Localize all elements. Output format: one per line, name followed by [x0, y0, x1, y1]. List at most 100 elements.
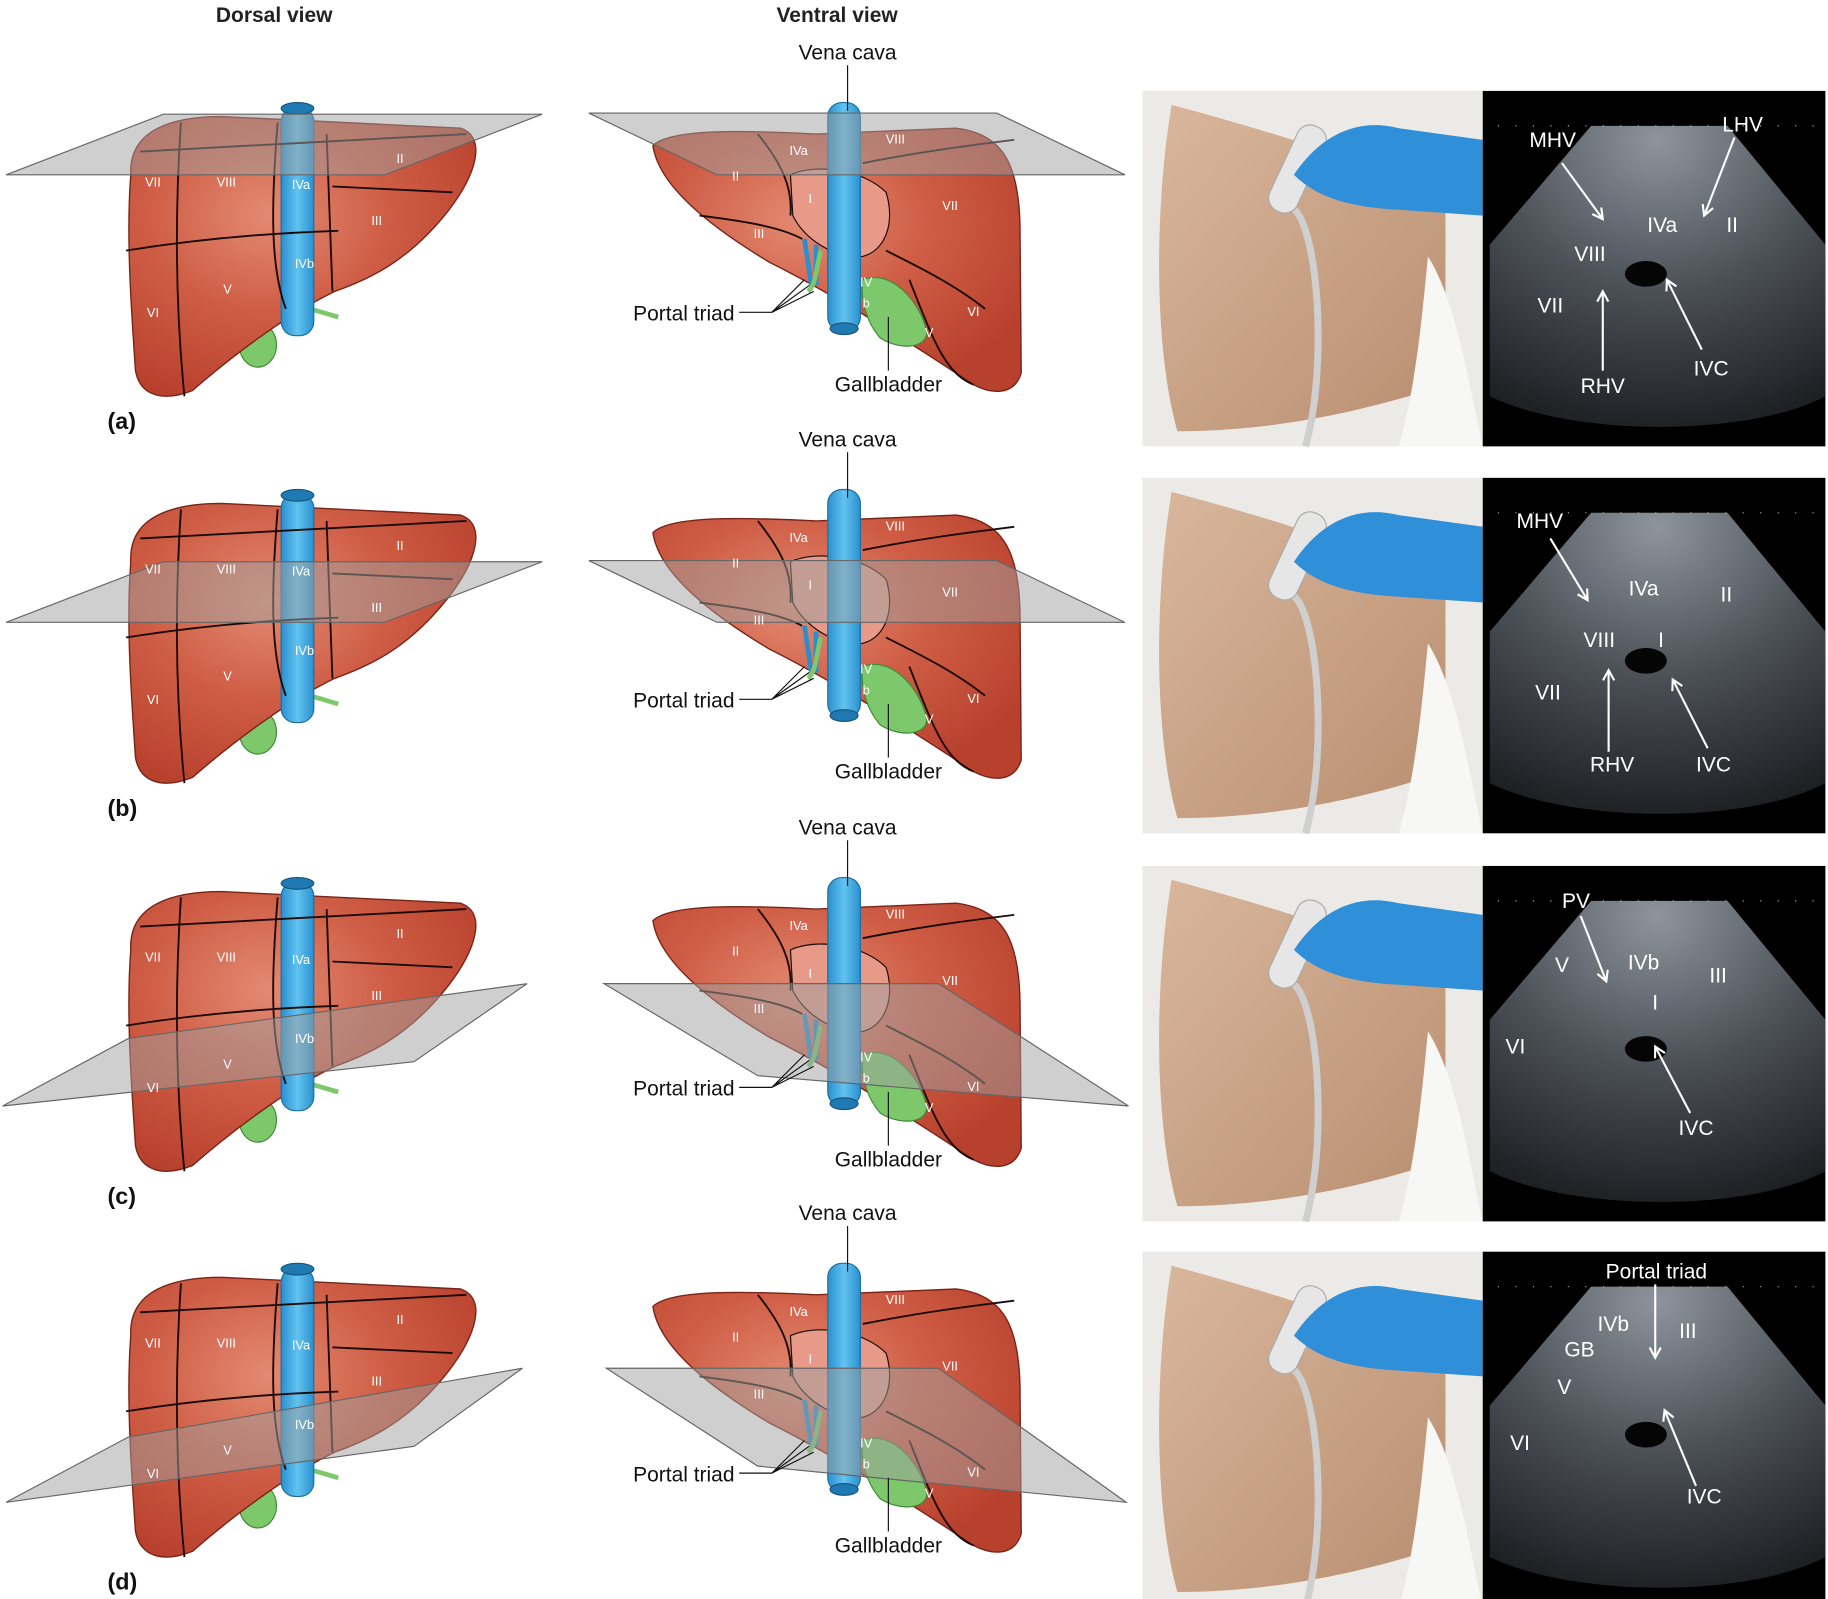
arrowhead-icon [1577, 588, 1589, 603]
probe-cable [1289, 979, 1322, 1223]
ultrasound-arrow [1654, 1046, 1692, 1114]
gloved-hand [1293, 512, 1483, 603]
segment-label: VII [942, 973, 958, 988]
leader-line [739, 1054, 815, 1088]
segment-label: VII [942, 585, 958, 600]
segment-label: IVb [295, 643, 314, 658]
ultrasound-arrow [1549, 537, 1589, 601]
segment-label: VIII [886, 1292, 905, 1307]
ultrasound-label: III [1709, 964, 1726, 987]
panel-letter: (c) [108, 1183, 136, 1209]
segment-label: III [754, 1001, 765, 1016]
segment-label: I [808, 1352, 812, 1367]
portal-triad-label: Portal triad [633, 302, 734, 325]
segment-label: b [863, 1071, 870, 1086]
ultrasound-label: MHV [1529, 129, 1576, 152]
ultrasound-label: V [1557, 1376, 1571, 1399]
ultrasound-arrow [1703, 137, 1736, 216]
panel-letter: (d) [108, 1569, 138, 1595]
segment-label: VIII [217, 174, 236, 189]
arrowhead-icon [1596, 969, 1609, 984]
ultrasound-label: III [1679, 1320, 1696, 1343]
segment-label: III [371, 213, 382, 228]
vena-cava-tube [280, 881, 315, 1112]
vena-cava-opening [829, 709, 859, 722]
segment-label: IV [860, 662, 873, 677]
scan-plane [588, 559, 1126, 623]
segment-label: IVb [295, 1031, 314, 1046]
ultrasound-arrow [1665, 279, 1703, 351]
segment-borders [126, 122, 467, 397]
segment-label: V [223, 1442, 232, 1457]
segment-label: IVa [292, 1338, 311, 1353]
gloved-hand [1293, 125, 1483, 216]
segment-label: V [925, 712, 934, 727]
ultrasound-label: VII [1535, 681, 1561, 704]
segment-label: VI [147, 1466, 159, 1481]
segment-label: VII [942, 198, 958, 213]
ultrasound-label: II [1720, 583, 1732, 606]
segment-label: VII [145, 949, 161, 964]
probe-cable [1289, 204, 1322, 448]
probe-cable [1289, 591, 1322, 835]
ultrasound-label: IVC [1687, 1485, 1722, 1508]
segment-label: V [223, 669, 232, 684]
ultrasound-label: RHV [1590, 754, 1634, 777]
vena-cava-opening [829, 322, 859, 336]
segment-label: IVb [295, 256, 314, 271]
segment-label: V [925, 1100, 934, 1115]
segment-label: II [732, 169, 739, 184]
portal-triad-label: Portal triad [633, 689, 734, 712]
segment-label: II [732, 1329, 739, 1344]
gown [1398, 1031, 1483, 1222]
segment-label: V [925, 325, 934, 340]
segment-label: V [223, 282, 232, 297]
segment-label: VI [967, 1465, 979, 1480]
arrowhead-icon [1662, 1408, 1675, 1422]
scan-plane [588, 112, 1126, 176]
segment-label: III [371, 600, 382, 615]
segment-label: b [863, 1456, 870, 1471]
ultrasound-arrow [1663, 1409, 1697, 1487]
segment-label: IVb [295, 1417, 314, 1432]
leader-line [739, 1440, 815, 1474]
ultrasound-label: I [1658, 629, 1664, 652]
vena-cava-opening [280, 488, 315, 502]
vena-cava-label: Vena cava [799, 1202, 897, 1225]
ultrasound-label: PV [1562, 890, 1590, 913]
segment-label: VI [147, 1080, 159, 1095]
scan-plane [5, 113, 543, 176]
vena-cava-opening [280, 877, 315, 890]
segment-label: IVa [789, 530, 808, 545]
segment-label: II [732, 556, 739, 571]
arrowhead-icon [1648, 1347, 1662, 1360]
ultrasound-label: GB [1564, 1339, 1594, 1362]
scan-plane [2, 983, 528, 1107]
segment-label: II [396, 151, 403, 166]
arrowhead-icon [1653, 1044, 1666, 1059]
arrowhead-icon [1665, 277, 1678, 292]
segment-label: VII [145, 1335, 161, 1350]
vena-cava-label: Vena cava [799, 816, 897, 839]
scan-plane [601, 983, 1129, 1107]
scan-plane [5, 561, 543, 623]
ultrasound-arrow [1561, 162, 1604, 220]
gloved-hand [1293, 900, 1483, 991]
gallbladder-shape [861, 663, 928, 734]
segment-label: II [396, 538, 403, 553]
probe-placement-photo [1142, 1251, 1483, 1599]
ultrasound-label: IVb [1628, 952, 1659, 975]
ultrasound-label: VIII [1584, 629, 1615, 652]
ultrasound-label: IVC [1696, 754, 1731, 777]
leader-line [739, 666, 815, 700]
segment-label: IVa [292, 952, 311, 967]
segment-label: VIII [886, 518, 905, 533]
segment-label: VI [967, 304, 979, 319]
